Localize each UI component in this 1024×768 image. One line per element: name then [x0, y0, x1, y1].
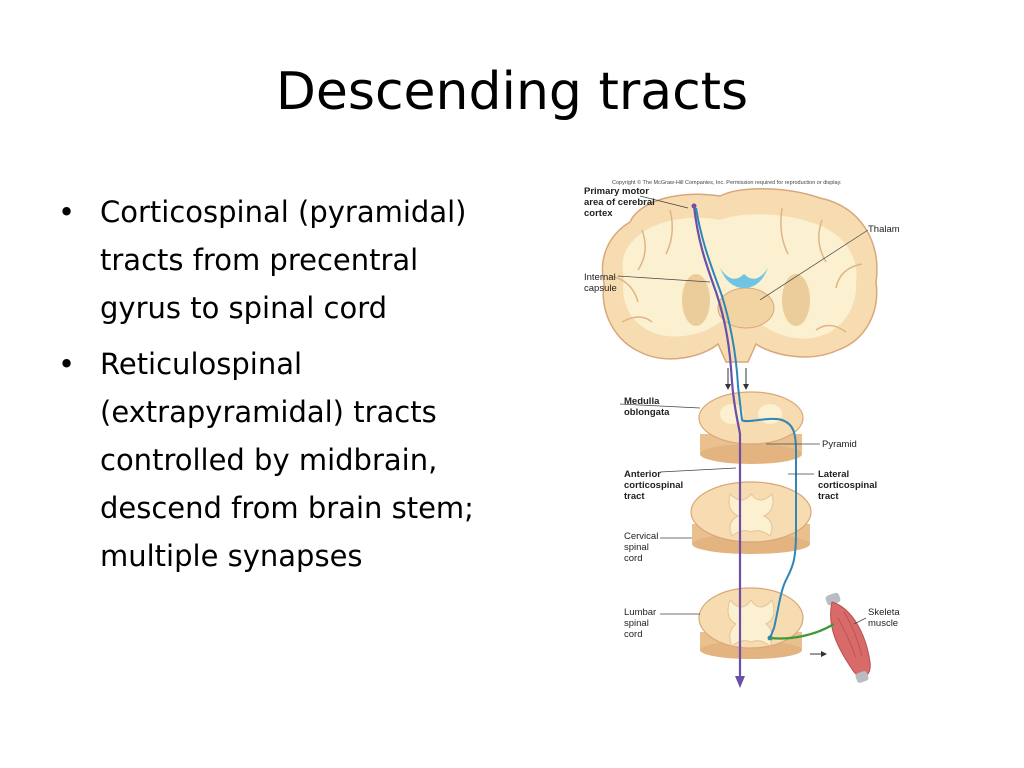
lumbar-cord-section	[698, 587, 804, 659]
medulla-section	[698, 391, 804, 464]
label-skeletal-muscle: muscle	[868, 618, 898, 629]
label-anterior-corticospinal: Anterior	[624, 469, 661, 480]
cervical-cord-section	[690, 481, 812, 554]
arrowhead-icon	[735, 676, 745, 688]
bullet-item: • Reticulospinal (extrapyramidal) tracts…	[58, 340, 498, 580]
label-skeletal-muscle: Skeletal	[868, 607, 900, 618]
label-primary-motor: area of cerebral	[584, 197, 655, 208]
label-lumbar-cord: spinal	[624, 618, 649, 629]
descending-tracts-figure: Copyright © The McGraw-Hill Companies, I…	[584, 179, 900, 688]
label-primary-motor: Primary motor	[584, 186, 649, 197]
bullet-text: Reticulospinal (extrapyramidal) tracts c…	[100, 347, 474, 573]
bullet-text: Corticospinal (pyramidal) tracts from pr…	[100, 195, 467, 325]
bullet-dot-icon: •	[58, 347, 76, 381]
label-medulla: Medulla	[624, 396, 660, 407]
label-primary-motor: cortex	[584, 208, 613, 219]
bullet-item: • Corticospinal (pyramidal) tracts from …	[58, 188, 498, 332]
skeletal-muscle	[825, 592, 871, 683]
label-cervical-cord: spinal	[624, 542, 649, 553]
label-lateral-corticospinal: tract	[818, 491, 839, 502]
label-lateral-corticospinal: corticospinal	[818, 480, 877, 491]
label-lateral-corticospinal: Lateral	[818, 469, 849, 480]
label-internal-capsule: capsule	[584, 283, 617, 294]
leader-lines	[617, 195, 869, 625]
label-lumbar-cord: cord	[624, 629, 642, 640]
figure-labels: Primary motor area of cerebral cortex Th…	[584, 186, 900, 640]
slide-title: Descending tracts	[275, 62, 749, 122]
label-anterior-corticospinal: tract	[624, 491, 645, 502]
label-lumbar-cord: Lumbar	[624, 607, 656, 618]
label-pyramid: Pyramid	[822, 439, 857, 450]
label-cervical-cord: Cervical	[624, 531, 658, 542]
label-anterior-corticospinal: corticospinal	[624, 480, 683, 491]
label-cervical-cord: cord	[624, 553, 642, 564]
label-internal-capsule: Internal	[584, 272, 616, 283]
bullet-list: • Corticospinal (pyramidal) tracts from …	[58, 188, 498, 588]
brain-section	[601, 187, 878, 363]
copyright-text: Copyright © The McGraw-Hill Companies, I…	[612, 179, 842, 186]
anterior-corticospinal-tract	[691, 203, 745, 688]
motor-nerve	[769, 623, 835, 657]
label-thalamus: Thalamus	[868, 224, 900, 235]
downward-arrows	[725, 368, 749, 390]
label-medulla: oblongata	[624, 407, 670, 418]
bullet-dot-icon: •	[58, 195, 76, 229]
